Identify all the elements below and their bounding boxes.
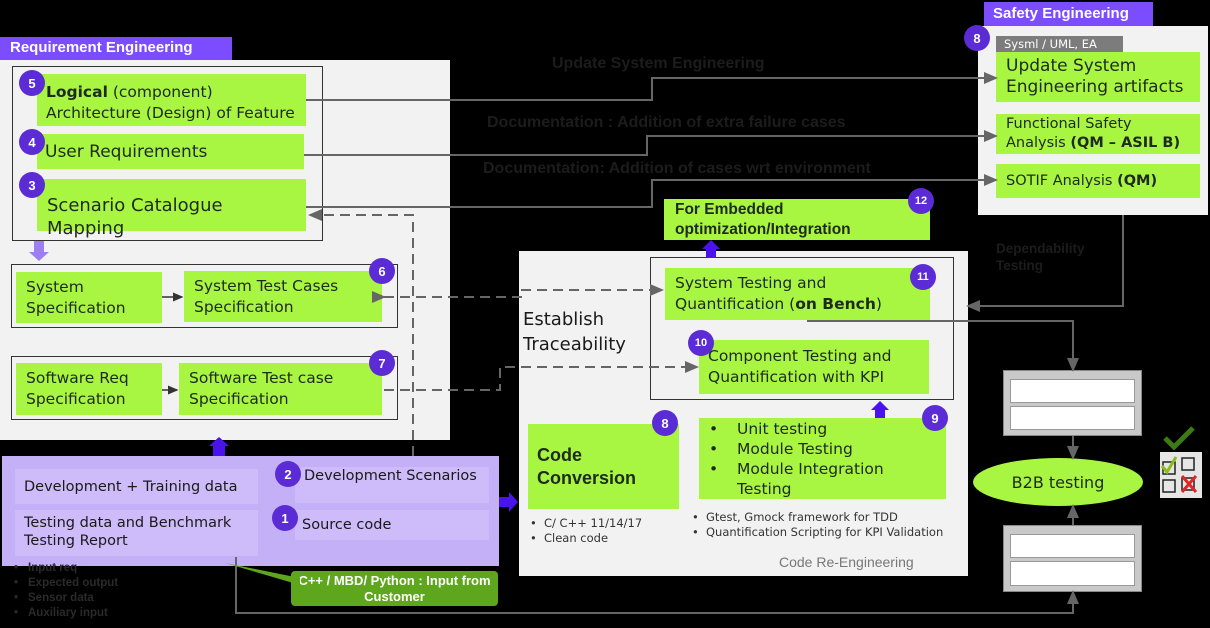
- right-arrow-code: [499, 492, 518, 512]
- sotif-label: SOTIF Analysis: [1006, 173, 1118, 189]
- on-bench-bold: on Bench: [795, 295, 876, 313]
- logical-line2: Architecture (Design) of Feature: [46, 104, 295, 122]
- code-conversion-label: Code Conversion: [537, 445, 637, 488]
- component-testing-label: Component Testing and Quantification wit…: [708, 347, 892, 386]
- checklist-icon: [1160, 452, 1202, 498]
- dependability-label: Dependability Testing: [996, 241, 1085, 273]
- dev-training-label: Development + Training data: [24, 479, 238, 495]
- badge-8-safety: 8: [964, 25, 990, 51]
- plot-screenshot-top: [1003, 370, 1142, 436]
- traceability-label: Establish Traceability: [523, 309, 626, 355]
- note-item: Gtest, Gmock framework for TDD: [690, 510, 950, 525]
- doc-environment-label: Documentation: Addition of cases wrt env…: [483, 160, 871, 177]
- testing-notes: Gtest, Gmock framework for TDD Quantific…: [690, 510, 950, 540]
- system-testing-tail: ): [875, 295, 882, 313]
- plot-screenshot-bottom: [1003, 525, 1142, 592]
- dev-training-box[interactable]: Development + Training data: [15, 469, 258, 504]
- bullet-item: Clean code: [528, 531, 642, 546]
- badge-12: 12: [908, 188, 934, 214]
- software-req-box[interactable]: Software Req Specification: [16, 363, 162, 415]
- badge-1: 1: [272, 505, 298, 531]
- qm-bold: (QM): [1117, 173, 1158, 189]
- asil-bold: (QM – ASIL B): [1070, 135, 1181, 151]
- testing-item: Module Integration Testing: [707, 459, 938, 499]
- callout-text: C++ / MBD/ Python : Input from Customer: [298, 573, 491, 604]
- bullet-item: Input req: [12, 561, 118, 576]
- callout-pointer: [225, 563, 300, 585]
- badge-8-code: 8: [652, 410, 678, 436]
- update-system-label: Update System Engineering: [552, 55, 765, 72]
- badge-2: 2: [275, 461, 301, 487]
- badge-6: 6: [369, 258, 395, 284]
- bullet-item: Sensor data: [12, 591, 118, 606]
- dev-scenarios-label: Development Scenarios: [304, 468, 477, 484]
- software-test-case-box[interactable]: Software Test case Specification: [179, 363, 382, 415]
- b2b-label: B2B testing: [1011, 472, 1105, 492]
- badge-10: 10: [688, 330, 714, 356]
- testing-data-label: Testing data and Benchmark Testing Repor…: [24, 515, 232, 549]
- software-test-case-label: Software Test case Specification: [189, 369, 334, 408]
- embedded-box[interactable]: For Embedded optimization/Integration: [664, 199, 930, 240]
- customer-input-callout: C++ / MBD/ Python : Input from Customer: [291, 571, 498, 606]
- code-reengineering-title: Code Re-Engineering: [779, 554, 914, 570]
- tool-tag: Sysml / UML, EA: [996, 36, 1123, 52]
- testing-item: Unit testing: [707, 419, 938, 439]
- badge-11: 11: [910, 264, 936, 290]
- system-specification-box[interactable]: System Specification: [16, 272, 162, 323]
- user-requirements-box[interactable]: User Requirements: [37, 134, 304, 169]
- system-testing-box[interactable]: System Testing and Quantification (on Be…: [665, 268, 930, 320]
- badge-5: 5: [19, 70, 45, 96]
- badge-3: 3: [19, 172, 45, 198]
- code-conversion-box[interactable]: Code Conversion: [528, 424, 679, 509]
- safety-engineering-title: Safety Engineering: [984, 2, 1153, 26]
- update-artifacts-label: Update System Engineering artifacts: [1006, 56, 1184, 97]
- software-req-label: Software Req Specification: [26, 369, 129, 408]
- embedded-label: For Embedded optimization/Integration: [675, 201, 851, 238]
- logical-bold: Logical: [46, 83, 108, 101]
- checkmark-icon: [1163, 426, 1195, 450]
- functional-safety-box[interactable]: Functional Safety Analysis (QM – ASIL B): [996, 114, 1200, 154]
- testing-data-box[interactable]: Testing data and Benchmark Testing Repor…: [15, 510, 258, 556]
- logical-text: (component): [107, 83, 213, 101]
- source-code-box[interactable]: Source code: [295, 510, 489, 540]
- scenario-catalogue-box[interactable]: Scenario Catalogue Mapping: [37, 179, 306, 239]
- source-code-label: Source code: [302, 517, 392, 533]
- update-artifacts-box[interactable]: Update System Engineering artifacts: [996, 52, 1200, 102]
- badge-9: 9: [922, 405, 948, 431]
- testing-list-box[interactable]: Unit testing Module Testing Module Integ…: [699, 418, 946, 499]
- tool-tag-text: Sysml / UML, EA: [1004, 37, 1097, 51]
- system-test-cases-box[interactable]: System Test Cases Specification: [184, 271, 382, 322]
- badge-4: 4: [19, 129, 45, 155]
- system-specification-label: System Specification: [26, 278, 126, 317]
- sotif-box[interactable]: SOTIF Analysis (QM): [996, 164, 1200, 198]
- user-requirements-label: User Requirements: [45, 142, 208, 162]
- test-data-bullets: Input req Expected output Sensor data Au…: [12, 561, 118, 621]
- logical-architecture-box[interactable]: Logical (component) Architecture (Design…: [37, 74, 306, 126]
- doc-failure-label: Documentation : Addition of extra failur…: [487, 114, 846, 131]
- component-testing-box[interactable]: Component Testing and Quantification wit…: [699, 340, 929, 394]
- requirement-engineering-title: Requirement Engineering: [0, 37, 232, 60]
- code-conversion-bullets: C/ C++ 11/14/17 Clean code: [528, 516, 642, 546]
- system-testing-label: System Testing and Quantification (: [675, 274, 827, 313]
- testing-item: Module Testing: [707, 439, 938, 459]
- badge-7: 7: [369, 350, 395, 376]
- dev-scenarios-box[interactable]: Development Scenarios: [295, 467, 489, 503]
- note-item: Quantification Scripting for KPI Validat…: [690, 525, 950, 540]
- bullet-item: Auxiliary input: [12, 606, 118, 621]
- b2b-testing-ellipse[interactable]: B2B testing: [973, 458, 1143, 506]
- bullet-item: Expected output: [12, 576, 118, 591]
- system-test-cases-label: System Test Cases Specification: [194, 277, 339, 316]
- functional-safety-label: Functional Safety Analysis: [1006, 116, 1132, 151]
- bullet-item: C/ C++ 11/14/17: [528, 516, 642, 531]
- scenario-catalogue-label: Scenario Catalogue Mapping: [47, 195, 223, 239]
